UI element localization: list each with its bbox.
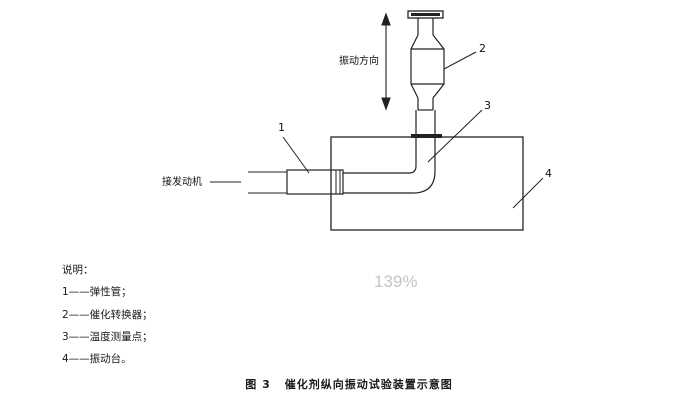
zoom-watermark: 139% (374, 272, 418, 291)
figure-title: 催化剂纵向振动试验装置示意图 (284, 378, 453, 391)
legend-item: 1——弹性管； (62, 286, 132, 299)
legend-item: 2——催化转换器； (62, 308, 153, 321)
label-engine: 接发动机 (162, 175, 202, 188)
inlet-pipe (248, 171, 287, 194)
legend: 说明： 1——弹性管； 2——催化转换器； 3——温度测量点； 4——振动台。 (62, 259, 153, 370)
callout-4: 4 (545, 167, 552, 180)
figure-number: 图 3 (245, 378, 271, 391)
flexible-pipe (286, 169, 344, 195)
vibration-table (330, 136, 524, 231)
callout-2: 2 (479, 42, 486, 55)
legend-item: 4——振动台。 (62, 353, 132, 366)
bent-pipe-outer (343, 110, 436, 194)
callout-1: 1 (278, 121, 285, 134)
figure-caption: 图 3 催化剂纵向振动试验装置示意图 (0, 376, 698, 392)
mounting-flange (411, 134, 442, 138)
legend-item: 3——温度测量点； (62, 330, 153, 343)
top-flange (407, 10, 444, 19)
bent-pipe-inner (343, 110, 417, 174)
label-vibration-direction: 振动方向 (339, 54, 379, 67)
catalytic-converter (410, 18, 445, 111)
vibration-direction-arrow (381, 12, 391, 111)
legend-title: 说明： (62, 264, 94, 276)
callout-3: 3 (484, 99, 491, 112)
